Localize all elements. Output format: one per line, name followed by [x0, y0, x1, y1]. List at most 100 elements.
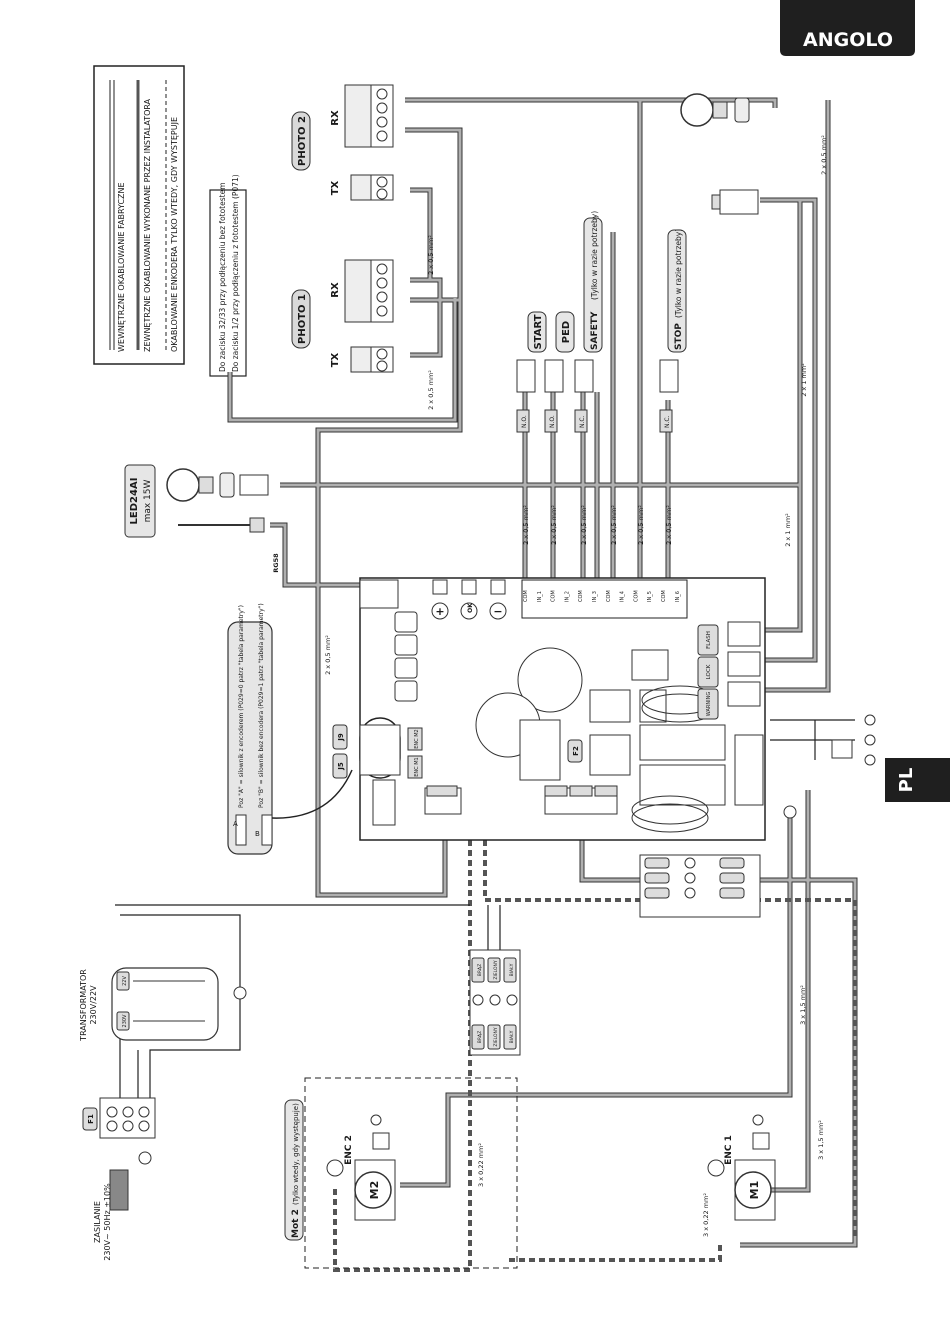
transformer: TRANSFORMATOR 230V/22V 22V 230V [79, 967, 219, 1042]
safety-nc: N.C. [579, 415, 586, 428]
cable-led: 2 x 1 mm² [784, 513, 792, 547]
cable-safety: 2 x 0,5 mm² [580, 505, 588, 545]
jumper-note: Poz "A" = silownik z encoderem (P029=0 p… [227, 603, 353, 855]
motor2-area: Mot 2 (Tylko wtedy, gdy występuje) M2 EN… [284, 1077, 518, 1269]
wire-color-1: BRĄZ [477, 964, 483, 976]
power-supply: F1 ZASILANIE 230V~ 50Hz ±10% [82, 1097, 156, 1261]
led-name: LED24AI [129, 478, 140, 525]
ped-no: N.O. [549, 415, 556, 428]
stop-note: (Tylko w razie potrzeby) [674, 229, 683, 318]
language-tab: PL [885, 758, 950, 802]
transformer-in: 230V [122, 1014, 128, 1028]
ground-icons [233, 714, 876, 1126]
cable-m2-enc: 3 x 0,22 mm² [477, 1143, 485, 1187]
language-label: PL [896, 768, 917, 793]
board-terminal-5: COM [578, 590, 584, 602]
mot2-note: (Tylko wtedy, gdy występuje) [292, 1103, 300, 1205]
photo2-rx-label: RX [330, 110, 341, 126]
led-power: max 15W [143, 479, 153, 522]
cable-photo-board: 2 x 0,5 mm² [324, 635, 332, 675]
power-title: ZASILANIE [93, 1201, 102, 1243]
j5-label: J5 [337, 762, 345, 771]
enc2-label: ENC 2 [344, 1135, 354, 1165]
cable-in5: 2 x 0,5 mm² [637, 505, 645, 545]
warning-lamp [680, 93, 750, 127]
cable-m1-enc: 3 x 0,22 mm² [702, 1193, 710, 1237]
board-terminal-11: COM [661, 590, 667, 602]
transformer-spec: 230V/22V [89, 985, 98, 1025]
photo2-title: PHOTO 2 [297, 116, 308, 166]
legend-item-encoder: OKABLOWANIE ENKODERA TYLKO WTEDY, GDY WY… [170, 117, 179, 352]
start-label: START [533, 314, 544, 349]
board-terminal-10: IN_5 [647, 591, 653, 602]
flash-label: FLASH [706, 631, 712, 649]
start-no: N.O. [521, 415, 528, 428]
lock-label: LOCK [706, 664, 712, 679]
board-terminal-9: COM [633, 590, 639, 602]
jumper-note-a: Poz "A" = silownik z encoderem (P029=0 p… [238, 605, 245, 808]
led-lamp-group: LED24AI max 15W [124, 464, 269, 538]
board-terminal-8: IN_4 [620, 591, 626, 602]
photo-note-line2: Do zacisku 1/2 przy podłączeniu z fotote… [231, 174, 240, 372]
stop-label: STOP [674, 323, 684, 350]
cable-lock: 2 x 1 mm² [800, 363, 808, 397]
board-plus-button[interactable]: + [435, 605, 444, 618]
board-terminal-12: IN_6 [675, 591, 681, 602]
stop-nc: N.C. [664, 415, 671, 428]
photo1-title: PHOTO 1 [297, 294, 308, 344]
wires [115, 97, 858, 1272]
legend-item-installer: ZEWNĘTRZNE OKABLOWANIE WYKONANE PRZEZ IN… [143, 98, 152, 352]
fuse-f1: F1 [87, 1114, 95, 1124]
board-ok-button[interactable]: OK [467, 603, 474, 613]
cable-ped: 2 x 0,5 mm² [550, 505, 558, 545]
ped-label: PED [561, 321, 572, 343]
cable-photo1: 2 x 0,5 mm² [427, 370, 435, 410]
cable-m1-power-2: 3 x 1,5 mm² [817, 1120, 825, 1160]
board-terminal-2: IN_1 [537, 591, 543, 602]
wire-color-5: ZIELONY [493, 1027, 499, 1047]
wire-color-4: BRĄZ [477, 1031, 483, 1043]
enc-m2-label: ENC M2 [414, 729, 420, 748]
safety-note: (Tylko w razie potrzeby) [590, 211, 599, 300]
mot2-label: Mot 2 [291, 1209, 301, 1238]
brand-badge: ANGOLO [780, 0, 915, 56]
board-terminal-3: COM [551, 590, 557, 602]
m2-label: M2 [368, 1181, 381, 1200]
enc-m1-label: ENC M1 [414, 757, 420, 776]
transformer-out: 22V [122, 976, 128, 986]
cable-lamp: 2 x 0,5 mm² [820, 135, 828, 175]
lock-device [711, 189, 759, 215]
board-terminal-6: IN_3 [592, 591, 598, 602]
power-spec: 230V~ 50Hz ±10% [103, 1183, 112, 1261]
photo-note-line1: Do zacisku 32/33 przy podłączeniu bez fo… [218, 182, 227, 372]
cable-m1-power: 3 x 1,5 mm² [799, 985, 807, 1025]
m1-label: M1 [748, 1181, 761, 1200]
f2-label: F2 [572, 746, 580, 756]
photo-note-box: Do zacisku 32/33 przy podłączeniu bez fo… [209, 174, 247, 377]
cable-labels: 2 x 0,5 mm² 2 x 0,5 mm² 2 x 0,5 mm² 2 x … [272, 135, 828, 1237]
photo1-tx-label: TX [330, 352, 341, 367]
cable-start: 2 x 0,5 mm² [522, 505, 530, 545]
jumper-note-b: Poz "B" = silownik bez encodera (P029=1 … [258, 603, 265, 808]
photo1-group: PHOTO 1 RX TX [291, 259, 394, 373]
wire-color-6: BIAŁY [509, 1030, 515, 1043]
board-terminal-7: COM [606, 590, 612, 602]
j9-label: J9 [337, 733, 345, 742]
cable-photo2: 2 x 0,5 mm² [427, 235, 435, 275]
wire-color-2: ZIELONY [493, 960, 499, 980]
warning-label: WARNING [706, 692, 712, 717]
board-minus-button[interactable]: − [493, 605, 502, 618]
wire-color-3: BIAŁY [509, 963, 515, 976]
input-devices: START PED SAFETY (Tylko w razie potrzeby… [516, 211, 687, 433]
motor1-area: M1 ENC 1 [707, 1132, 776, 1221]
board-terminal-4: IN_2 [564, 591, 570, 602]
safety-label: SAFETY [590, 311, 600, 350]
photo1-rx-label: RX [330, 282, 341, 298]
jumper-label-a: A [233, 820, 238, 828]
photo2-tx-label: TX [330, 180, 341, 195]
brand-name: ANGOLO [803, 29, 893, 51]
legend-box: WEWNĘTRZNE OKABLOWANIE FABRYCZNE ZEWNĘTR… [93, 65, 185, 365]
enc1-label: ENC 1 [724, 1135, 734, 1165]
